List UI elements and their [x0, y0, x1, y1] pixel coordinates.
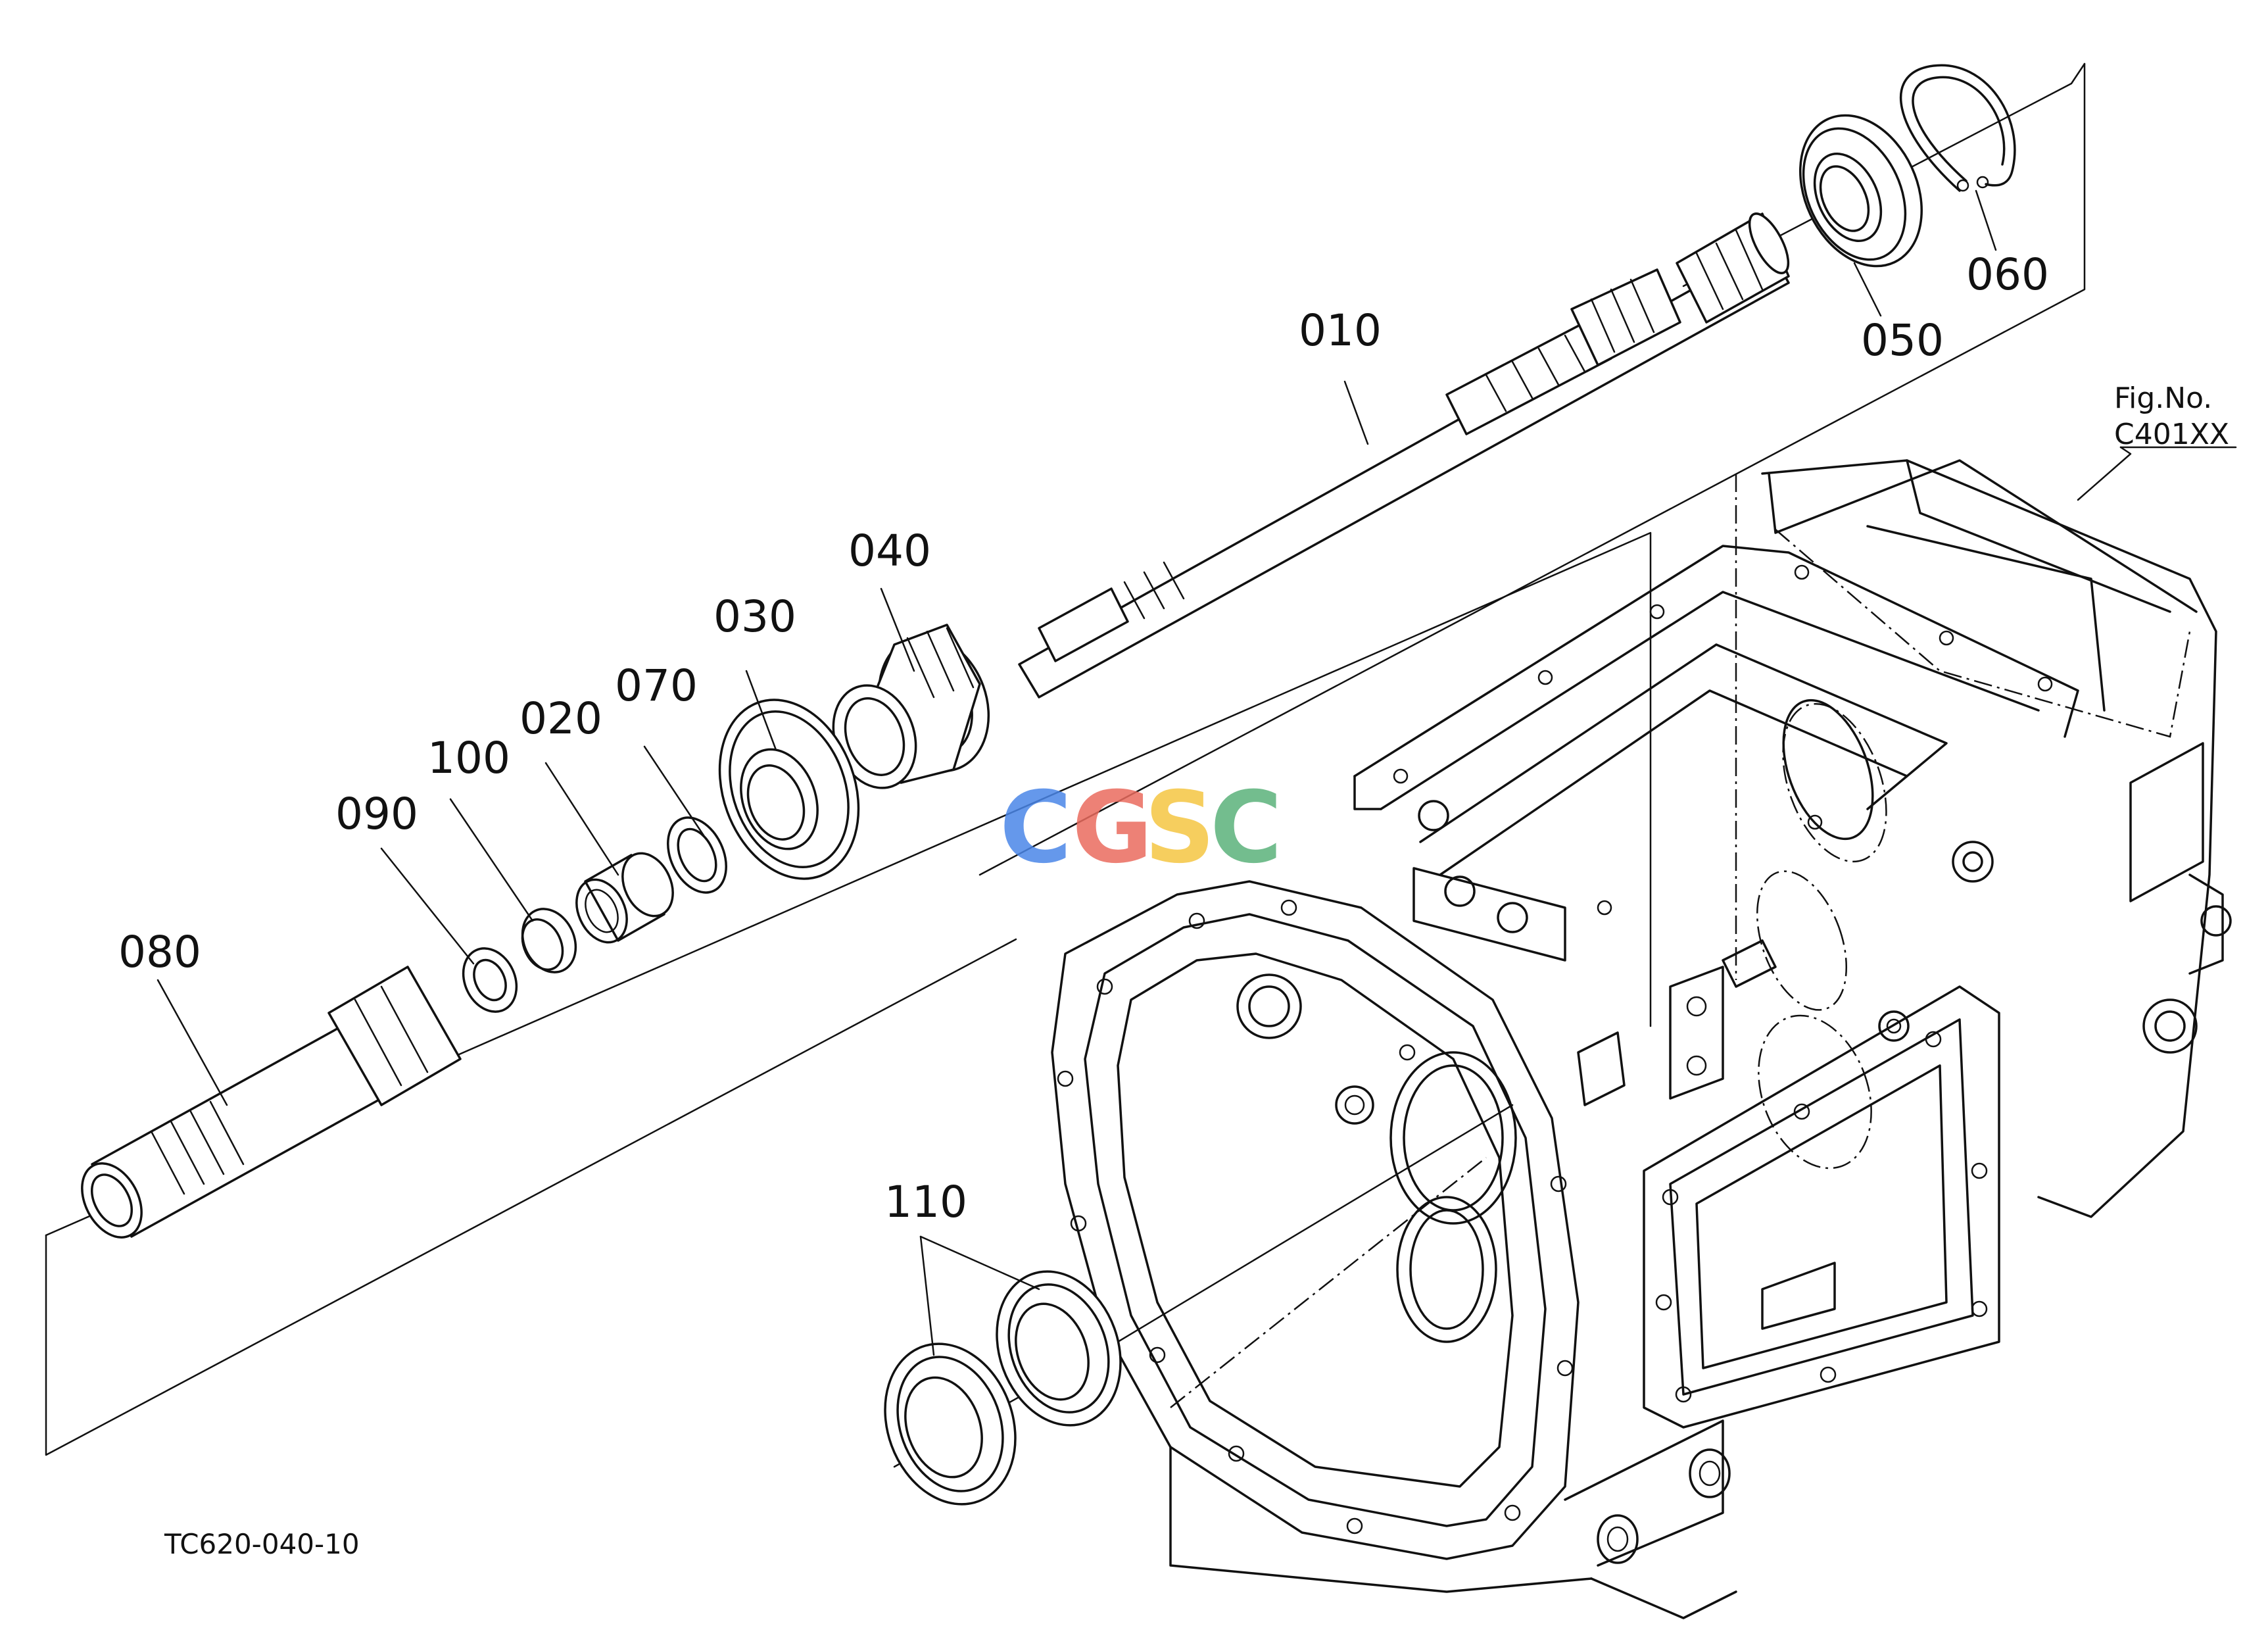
callout-050: 050 — [1861, 315, 1944, 366]
drawing-code: TC620-040-10 — [164, 1528, 360, 1560]
figure-number: C401XX — [2114, 418, 2229, 451]
callout-060: 060 — [1966, 249, 2049, 300]
gear-040 — [832, 624, 990, 789]
watermark-letter: C — [1000, 771, 1072, 885]
callout-070: 070 — [615, 660, 698, 711]
watermark-letter: G — [1072, 771, 1153, 885]
shaft-080 — [81, 966, 462, 1239]
needle-bearing-020 — [575, 852, 674, 944]
collar-100 — [521, 908, 577, 973]
callout-080: 080 — [118, 927, 201, 977]
washer-090 — [462, 947, 518, 1013]
callout-020: 020 — [519, 693, 602, 744]
watermark-letter: S — [1144, 771, 1215, 885]
shaft-010 — [1018, 212, 1790, 699]
callout-010: 010 — [1299, 305, 1382, 356]
watermark: C G S C — [1000, 771, 1282, 885]
bearings-110 — [884, 1270, 1122, 1506]
figure-label: Fig.No. — [2114, 381, 2212, 415]
watermark-letter: C — [1210, 771, 1282, 885]
transmission-case — [1051, 459, 2232, 1619]
figure-reference: Fig.No. C401XX — [2114, 381, 2229, 451]
callout-110: 110 — [884, 1177, 967, 1227]
callout-090: 090 — [335, 789, 418, 839]
callout-labels: 010 040 030 070 020 100 090 080 050 060 … — [118, 249, 2049, 1227]
bearing-050 — [1799, 114, 1923, 268]
washer-070 — [667, 816, 727, 894]
circlip-060 — [1900, 64, 2016, 192]
callout-030: 030 — [713, 591, 796, 642]
callout-leaders — [157, 189, 2237, 1356]
callout-100: 100 — [427, 733, 510, 783]
callout-040: 040 — [848, 526, 931, 576]
